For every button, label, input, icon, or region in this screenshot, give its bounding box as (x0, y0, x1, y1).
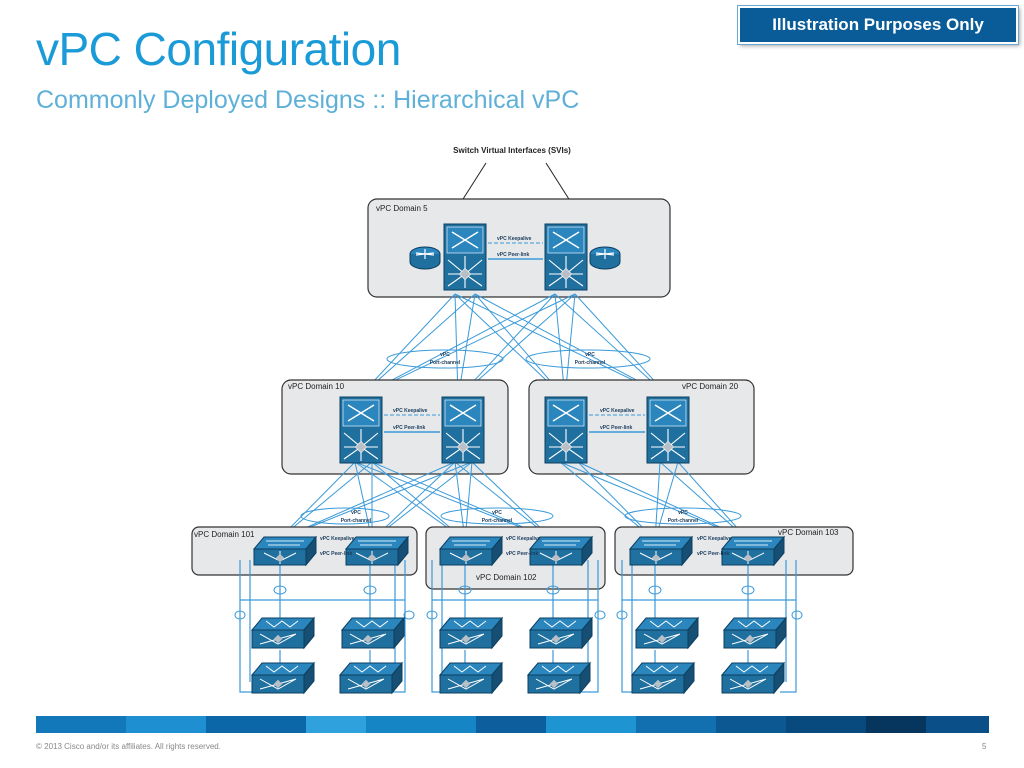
d101-keepalive-label: vPC Keepalive (320, 536, 355, 542)
vpc-domain-20-label: vPC Domain 20 (682, 382, 739, 391)
d10-keepalive-label: vPC Keepalive (393, 408, 428, 414)
host-switch-2b (339, 662, 403, 694)
slide-subtitle: Commonly Deployed Designs :: Hierarchica… (36, 86, 580, 114)
access-switch-d101-left (253, 536, 317, 566)
portchannel-ellipse-d101 (300, 507, 390, 525)
vpc-domain-102-label: vPC Domain 102 (476, 573, 537, 582)
d102-keepalive-label: vPC Keepalive (506, 536, 541, 542)
svi-label: Switch Virtual Interfaces (SVIs) (453, 146, 571, 155)
pc-d103-line1: vPC (678, 510, 688, 516)
host-switch-3a (439, 617, 503, 649)
agg-switch-d20-left (544, 396, 588, 464)
d103-peerlink-label: vPC Peer-link (697, 551, 729, 557)
host-switch-6a (723, 617, 787, 649)
pc-d10-line1: vPC (440, 352, 450, 358)
pc-d102-line2: Port-channel (482, 518, 513, 524)
portchannel-ellipse-d10 (386, 349, 504, 369)
host-switch-2a (341, 617, 405, 649)
page-number: 5 (982, 742, 987, 751)
vpc-domain-101-label: vPC Domain 101 (194, 530, 255, 539)
d10-peerlink-label: vPC Peer-link (393, 425, 425, 431)
vpc-domain-5-box (367, 198, 671, 298)
pc-d10-line2: Port-channel (430, 360, 461, 366)
agg-switch-d10-right (441, 396, 485, 464)
access-switch-d102-left (439, 536, 503, 566)
host-switch-5b (631, 662, 695, 694)
access-switch-d101-right (345, 536, 409, 566)
d5-keepalive-label: vPC Keepalive (497, 236, 532, 242)
core-router-left-icon (409, 246, 441, 270)
agg-switch-d20-right (646, 396, 690, 464)
host-switch-3b (439, 662, 503, 694)
host-switch-4b (527, 662, 591, 694)
illustration-badge: Illustration Purposes Only (738, 6, 1018, 44)
core-switch-left (443, 223, 487, 291)
d102-peerlink-label: vPC Peer-link (506, 551, 538, 557)
d101-peerlink-label: vPC Peer-link (320, 551, 352, 557)
core-router-right-icon (589, 246, 621, 270)
link-bundle-markers (234, 585, 803, 620)
host-switch-5a (635, 617, 699, 649)
portchannel-ellipse-d102 (440, 507, 554, 525)
footer-color-bar (36, 716, 989, 733)
pc-d20-line1: vPC (585, 352, 595, 358)
d5-peerlink-label: vPC Peer-link (497, 252, 529, 258)
d20-peerlink-label: vPC Peer-link (600, 425, 632, 431)
agg-switch-d10-left (339, 396, 383, 464)
pc-d103-line2: Port-channel (668, 518, 699, 524)
d20-keepalive-label: vPC Keepalive (600, 408, 635, 414)
host-switch-4a (529, 617, 593, 649)
pc-d101-line1: vPC (351, 510, 361, 516)
d103-keepalive-label: vPC Keepalive (697, 536, 732, 542)
core-switch-right (544, 223, 588, 291)
vpc-domain-10-label: vPC Domain 10 (288, 382, 345, 391)
pc-d102-line1: vPC (492, 510, 502, 516)
access-switch-d103-left (629, 536, 693, 566)
host-switch-6b (721, 662, 785, 694)
copyright-text: © 2013 Cisco and/or its affiliates. All … (36, 742, 221, 751)
portchannel-ellipse-d20 (525, 349, 651, 369)
portchannel-ellipse-d103 (624, 507, 742, 525)
slide-title: vPC Configuration (36, 23, 401, 75)
pc-d20-line2: Port-channel (575, 360, 606, 366)
host-switch-1b (251, 662, 315, 694)
vpc-domain-103-label: vPC Domain 103 (778, 528, 839, 537)
pc-d101-line2: Port-channel (341, 518, 372, 524)
vpc-domain-5-label: vPC Domain 5 (376, 204, 428, 213)
host-switch-1a (251, 617, 315, 649)
